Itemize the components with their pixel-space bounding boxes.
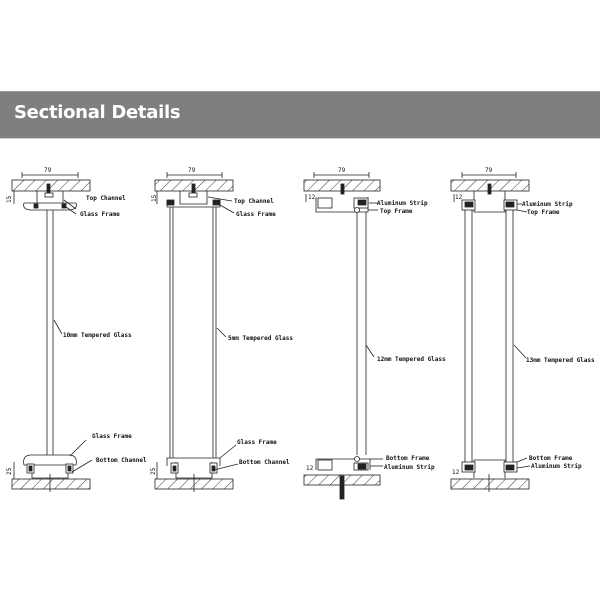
section-4-width-dim: 79 bbox=[485, 167, 493, 174]
section-4-drawing bbox=[450, 172, 531, 492]
section-4-label-aluminum-strip-top: Aluminum Strip bbox=[522, 201, 573, 208]
section-1-labels: 79 15 25 Top Channel Glass Frame 10mm Te… bbox=[6, 167, 147, 475]
section-2-drawing bbox=[154, 172, 239, 492]
section-2-label-glass-frame-top: Glass Frame bbox=[236, 211, 276, 218]
section-2-label-bottom-channel: Bottom Channel bbox=[239, 459, 290, 466]
section-1-drawing bbox=[11, 172, 93, 492]
section-2-bottom-dim: 25 bbox=[150, 467, 157, 475]
section-header-bar: Sectional Details bbox=[0, 91, 600, 139]
section-3-label-aluminum-strip-bottom: Aluminum Strip bbox=[384, 464, 435, 471]
section-3-label-bottom-frame: Bottom Frame bbox=[386, 455, 430, 462]
section-3-label-aluminum-strip-top: Aluminum Strip bbox=[377, 200, 428, 207]
section-1-label-bottom-channel: Bottom Channel bbox=[96, 457, 147, 464]
section-1-label-glass-frame-bottom: Glass Frame bbox=[92, 433, 132, 440]
page-title: Sectional Details bbox=[14, 102, 181, 123]
section-2-width-dim: 79 bbox=[188, 167, 196, 174]
section-4-top-dim: 12 bbox=[455, 194, 463, 201]
section-2-labels: 79 15 25 Top Channel Glass Frame 5mm Tem… bbox=[150, 167, 293, 475]
section-3-bottom-dim: 12 bbox=[306, 465, 314, 472]
section-1-label-glass-frame-top: Glass Frame bbox=[80, 211, 120, 218]
section-3-width-dim: 79 bbox=[338, 167, 346, 174]
section-4-labels: 79 12 12 Aluminum Strip Top Frame 13mm T… bbox=[452, 167, 595, 476]
section-3-drawing bbox=[303, 172, 383, 500]
section-2-label-top-channel: Top Channel bbox=[234, 198, 274, 205]
section-4-label-glass: 13mm Tempered Glass bbox=[526, 357, 595, 364]
section-3-top-dim: 12 bbox=[308, 194, 316, 201]
section-3-labels: 79 12 12 Aluminum Strip Top Frame 12mm T… bbox=[306, 167, 446, 472]
section-2-label-glass: 5mm Tempered Glass bbox=[228, 335, 293, 342]
section-4-label-top-frame: Top Frame bbox=[527, 209, 560, 216]
section-2-top-dim: 15 bbox=[151, 194, 158, 202]
section-4-bottom-dim: 12 bbox=[452, 469, 460, 476]
section-4-label-aluminum-strip-bottom: Aluminum Strip bbox=[531, 463, 582, 470]
section-3-label-glass: 12mm Tempered Glass bbox=[377, 356, 446, 363]
section-1-bottom-dim: 25 bbox=[6, 467, 13, 475]
section-4-label-bottom-frame: Bottom Frame bbox=[529, 455, 573, 462]
section-2-label-glass-frame-bottom: Glass Frame bbox=[237, 439, 277, 446]
section-1-label-top-channel: Top Channel bbox=[86, 195, 126, 202]
section-1-label-glass: 10mm Tempered Glass bbox=[63, 332, 132, 339]
section-1-top-dim: 15 bbox=[6, 195, 13, 203]
section-3-label-top-frame: Top Frame bbox=[380, 208, 413, 215]
section-1-width-dim: 79 bbox=[44, 167, 52, 174]
